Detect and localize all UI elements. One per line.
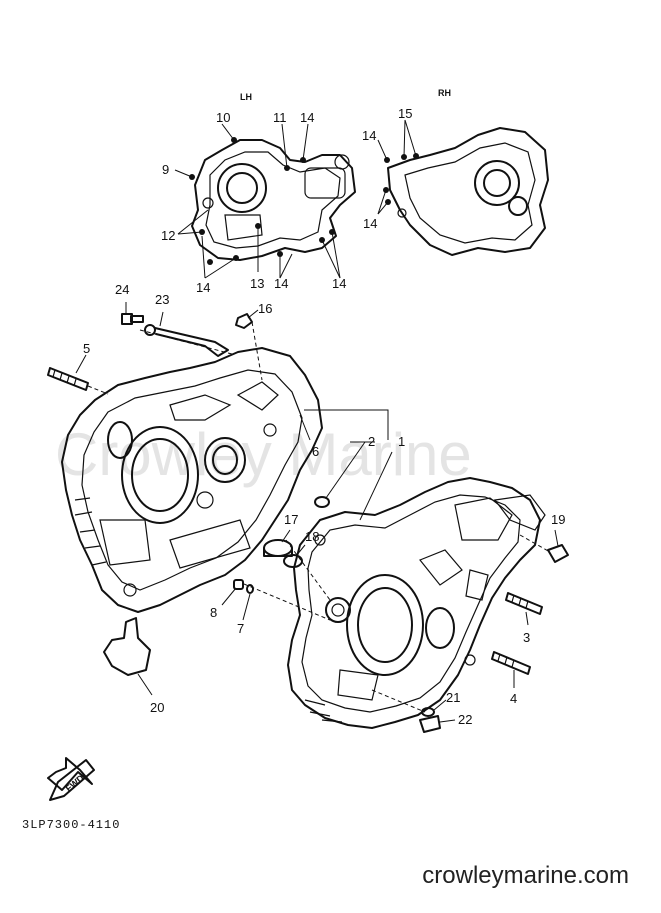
callout-14-a: 14 <box>300 110 314 125</box>
o-ring-7 <box>246 584 254 594</box>
site-footer-link[interactable]: crowleymarine.com <box>422 862 629 889</box>
right-crankcase-half <box>287 477 546 729</box>
callout-21: 21 <box>446 690 460 705</box>
watermark: Crowley Marine <box>55 421 472 488</box>
hose-23 <box>144 324 229 357</box>
left-crankcase-half <box>61 347 323 613</box>
grommet-21 <box>421 707 435 717</box>
stud-5 <box>47 367 89 391</box>
callout-8: 8 <box>210 605 217 620</box>
callout-10: 10 <box>216 110 230 125</box>
callout-11: 11 <box>273 110 287 125</box>
callout-23: 23 <box>155 292 169 307</box>
callout-17: 17 <box>284 512 298 527</box>
callout-14-d: 14 <box>332 276 346 291</box>
lh-crankcase-gasket-pattern <box>191 139 356 261</box>
side-label-lh: LH <box>240 92 252 102</box>
exploded-view-guides <box>87 321 551 713</box>
callout-16: 16 <box>258 301 272 316</box>
fwd-arrow-icon: FWD <box>47 757 95 801</box>
main-leader-lines <box>75 302 559 723</box>
diagram-code: 3LP7300-4110 <box>22 818 121 832</box>
side-label-rh: RH <box>438 88 451 98</box>
callout-22: 22 <box>458 712 472 727</box>
callout-7: 7 <box>237 621 244 636</box>
callout-labels: 1 2 3 4 5 6 7 8 9 10 11 12 13 14 14 14 1… <box>83 106 565 727</box>
bracket-22 <box>419 715 441 733</box>
callout-13: 13 <box>250 276 264 291</box>
callout-14-b: 14 <box>196 280 210 295</box>
callout-5: 5 <box>83 341 90 356</box>
plug-8 <box>233 579 244 590</box>
callout-9: 9 <box>162 162 169 177</box>
callout-4: 4 <box>510 691 517 706</box>
callout-6: 6 <box>312 444 319 459</box>
callout-12: 12 <box>161 228 175 243</box>
clip-19 <box>547 544 569 563</box>
callout-15: 15 <box>398 106 412 121</box>
callout-1: 1 <box>398 434 405 449</box>
callout-24: 24 <box>115 282 129 297</box>
top-leader-lines <box>174 119 417 279</box>
nut-16 <box>235 313 253 329</box>
callout-19: 19 <box>551 512 565 527</box>
callout-18: 18 <box>305 529 319 544</box>
cover-20 <box>103 617 151 676</box>
stud-3 <box>505 592 543 615</box>
stud-4 <box>491 651 531 675</box>
o-ring-18 <box>283 554 303 568</box>
bolt-24 <box>121 313 144 325</box>
dowel-2 <box>314 496 330 508</box>
callout-14-c: 14 <box>274 276 288 291</box>
callout-3: 3 <box>523 630 530 645</box>
rh-crankcase-gasket-pattern <box>387 127 549 256</box>
callout-14-f: 14 <box>363 216 377 231</box>
callout-20: 20 <box>150 700 164 715</box>
callout-14-e: 14 <box>362 128 376 143</box>
callout-2: 2 <box>368 434 375 449</box>
